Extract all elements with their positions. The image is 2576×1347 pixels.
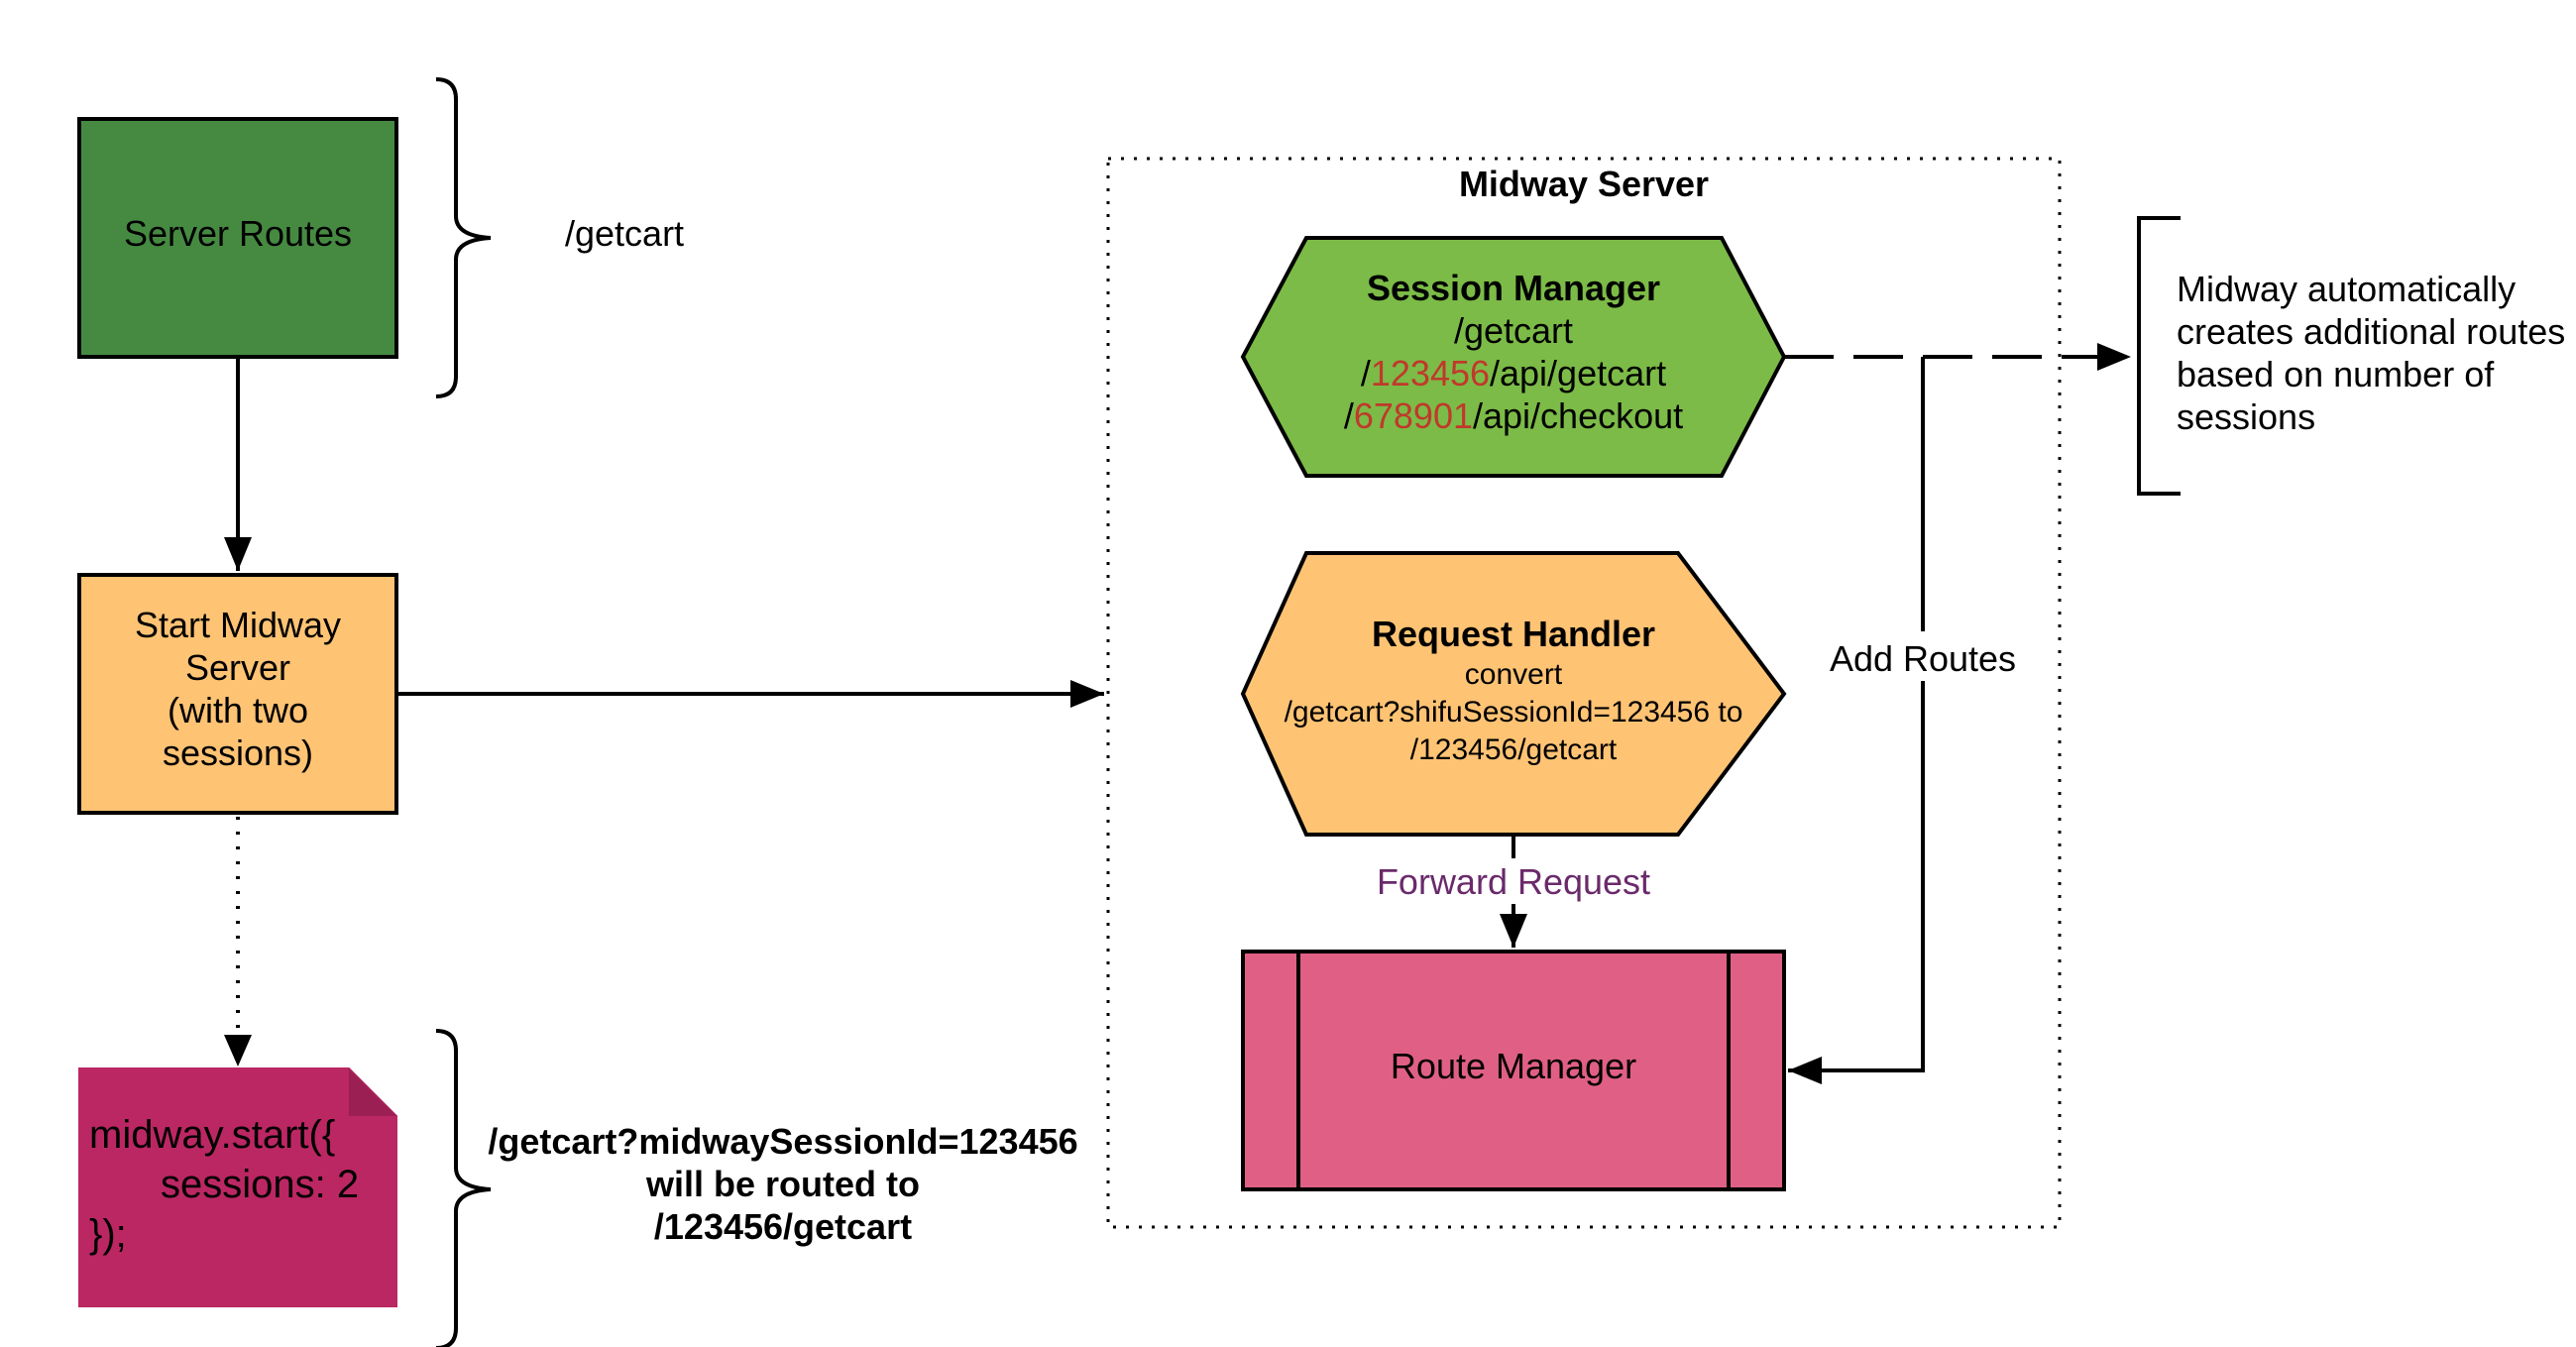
code-note-line3: }); (89, 1212, 127, 1256)
dotted-arrow-head (224, 1035, 252, 1066)
request-handler-title: Request Handler (1372, 614, 1655, 654)
auto-routes-line3: based on number of (2177, 354, 2495, 394)
code-note-box (78, 1067, 397, 1307)
start-midway-line2: Server (185, 647, 290, 688)
server-routes-route: /getcart (565, 213, 684, 254)
code-note-line1: midway.start({ (89, 1113, 335, 1157)
brace-routing-note (435, 1029, 492, 1347)
midway-server-container (1106, 157, 2062, 1229)
forward-request-label: Forward Request (1377, 861, 1650, 902)
session-id-678901: 678901 (1354, 395, 1473, 436)
brace-server-routes (435, 77, 492, 398)
session-id-123456: 123456 (1371, 353, 1490, 393)
add-routes-label: Add Routes (1830, 638, 2016, 679)
route-manager-label: Route Manager (1391, 1046, 1636, 1086)
server-routes-label: Server Routes (124, 213, 352, 254)
session-manager-title: Session Manager (1367, 268, 1660, 308)
bracket-auto-routes (2137, 216, 2181, 496)
request-handler-hexagon (1240, 551, 1787, 837)
routing-note-line3: /123456/getcart (654, 1206, 912, 1247)
request-handler-line2: /getcart?shifuSessionId=123456 to (1285, 696, 1743, 729)
session-manager-route1: /getcart (1454, 310, 1573, 351)
midway-server-title: Midway Server (1459, 164, 1709, 204)
routing-note-line1: /getcart?midwaySessionId=123456 (488, 1121, 1077, 1162)
add-routes-connector (1788, 357, 1925, 1084)
add-routes-label-bg (1819, 631, 2027, 681)
auto-routes-line4: sessions (2177, 396, 2315, 437)
route-manager-box (1241, 950, 1786, 1191)
routing-note-line2: will be routed to (645, 1164, 920, 1204)
code-note-fold (349, 1068, 396, 1116)
start-midway-box (77, 573, 398, 815)
start-midway-line4: sessions) (163, 732, 313, 773)
code-note-line2: sessions: 2 (161, 1163, 359, 1206)
forward-request-label-bg (1373, 858, 1654, 904)
auto-routes-line2: creates additional routes (2177, 311, 2565, 352)
session-manager-route3: /678901/api/checkout (1344, 395, 1683, 436)
auto-routes-line1: Midway automatically (2177, 269, 2516, 309)
request-handler-line3: /123456/getcart (1410, 733, 1618, 766)
start-midway-line1: Start Midway (135, 605, 341, 645)
start-midway-line3: (with two (168, 690, 308, 730)
session-manager-route2: /123456/api/getcart (1361, 353, 1666, 393)
request-handler-line1: convert (1465, 658, 1563, 691)
